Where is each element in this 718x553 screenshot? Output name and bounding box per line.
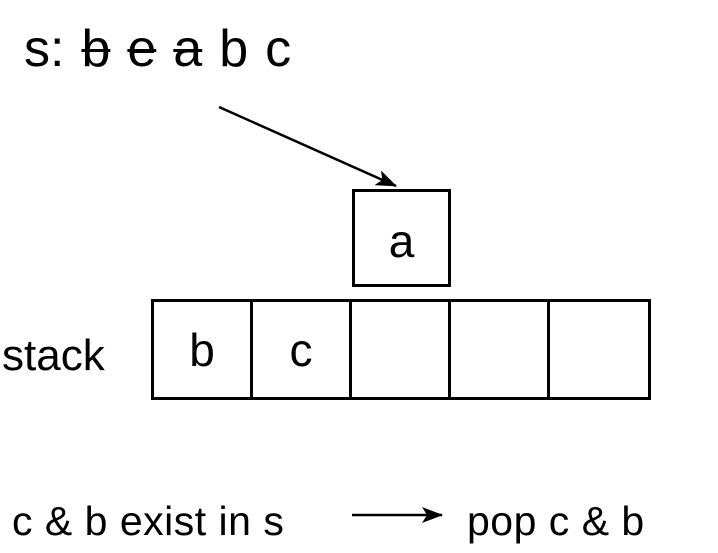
pushed-element-box: a [352,189,451,287]
string-letter-5: c [265,20,292,78]
stack-cell-3 [352,302,451,397]
stack-array: b c [151,299,651,400]
stack-cell-4 [451,302,550,397]
stack-cell-2: c [253,302,352,397]
string-prefix: s: [24,20,65,78]
string-letter-1: b [81,20,111,78]
string-letter-3: a [173,20,203,78]
stack-label: stack [2,331,105,380]
stack-cell-5 [550,302,648,397]
pointer-arrow-icon [218,105,397,188]
string-letter-4: b [219,20,249,78]
caption-condition: c & b exist in s [12,498,285,544]
string-letter-2: e [127,20,157,78]
stack-cell-1: b [154,302,253,397]
caption-action: pop c & b [467,498,645,544]
string-state-label: s: b e a b c [24,20,291,80]
pushed-element-label: a [388,215,415,267]
